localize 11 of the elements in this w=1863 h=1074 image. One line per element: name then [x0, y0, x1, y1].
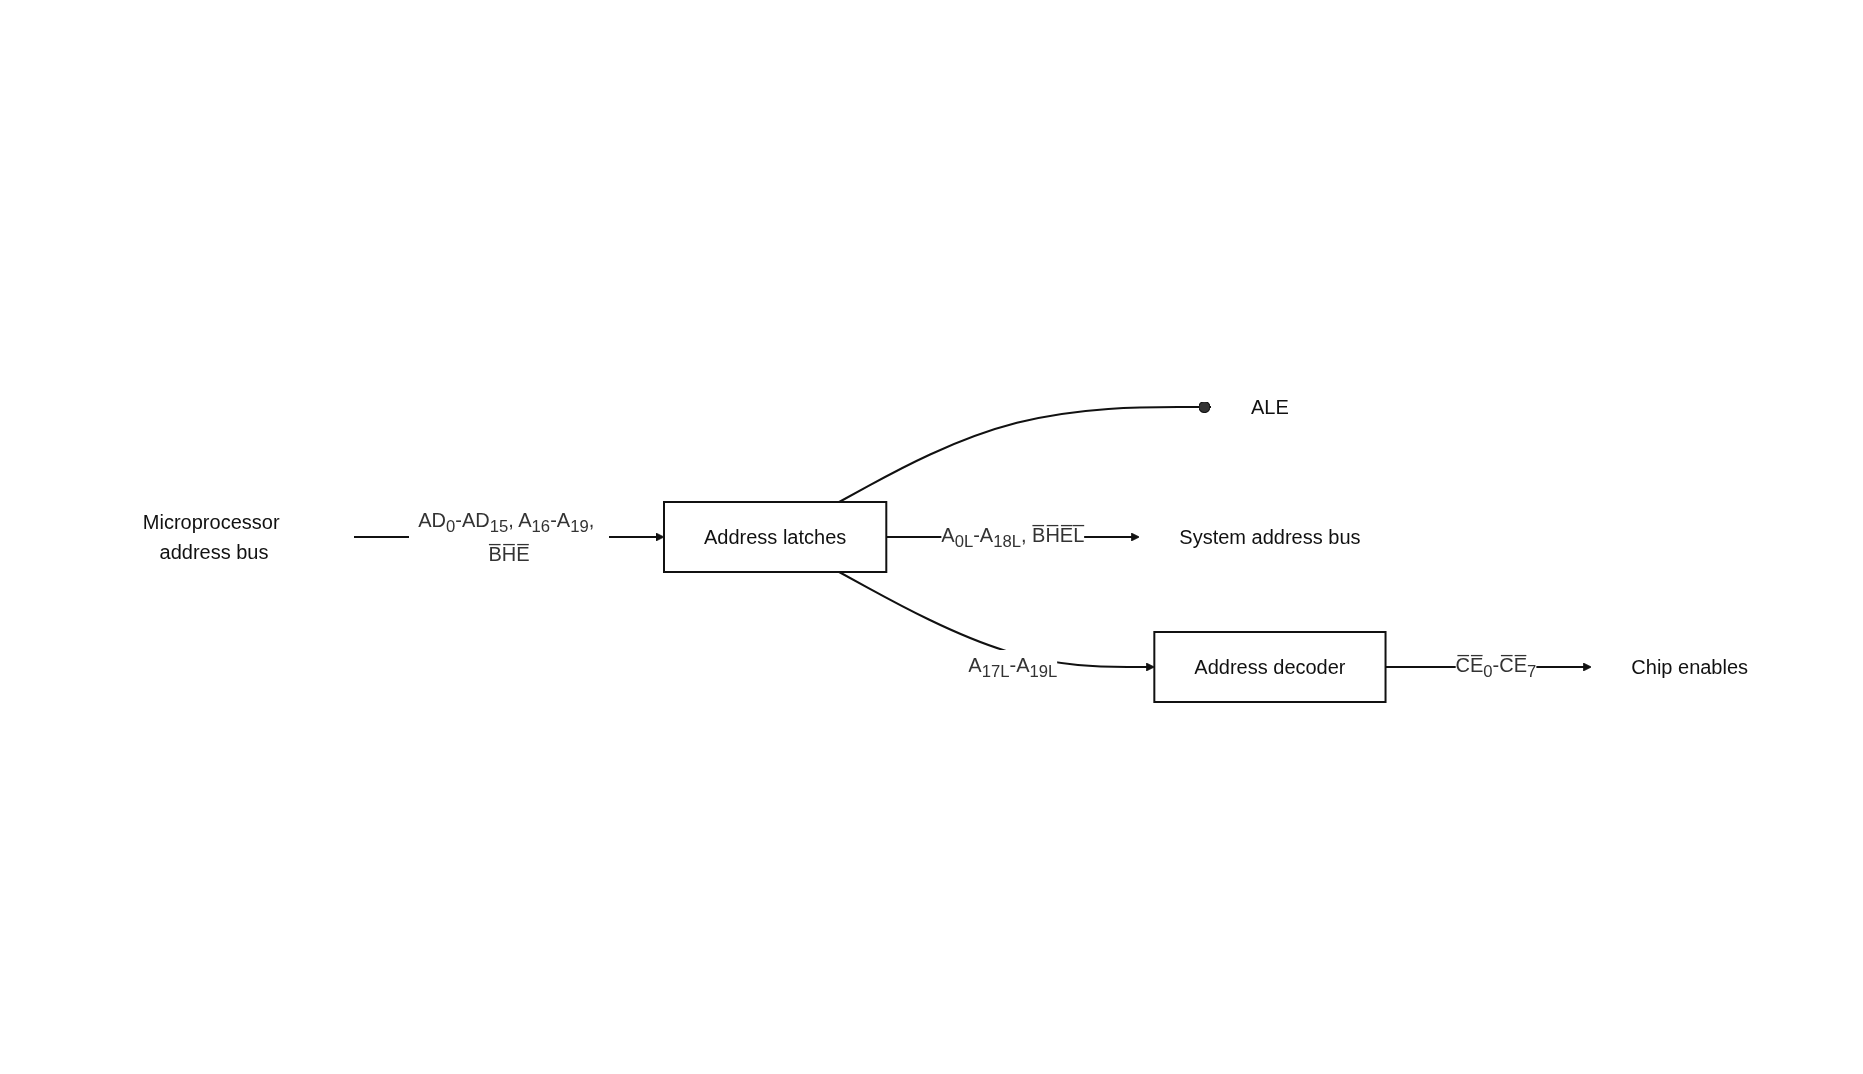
node-box: Address latches: [663, 501, 888, 573]
edge-label: A$_{17L}$-A$_{19L}$: [968, 654, 1058, 681]
node-box: Address decoder: [1153, 631, 1387, 703]
edge-label: C̅E̅$_{0}$-C̅E̅$_{7}$: [1456, 654, 1537, 681]
node-text: Microprocessor address bus: [143, 511, 281, 563]
node-text: ALE: [1251, 396, 1290, 418]
node-text: Chip enables: [1631, 656, 1749, 678]
edge-label: A$_{0L}$-A$_{18L}$, B̅H̅E̅L̅: [941, 524, 1085, 551]
connector: [838, 400, 1213, 503]
edge-label: AD$_{0}$-AD$_{15}$, A$_{16}$-A$_{19}$, B̅H̅E̅: [418, 509, 595, 565]
node-text: System address bus: [1179, 526, 1361, 548]
